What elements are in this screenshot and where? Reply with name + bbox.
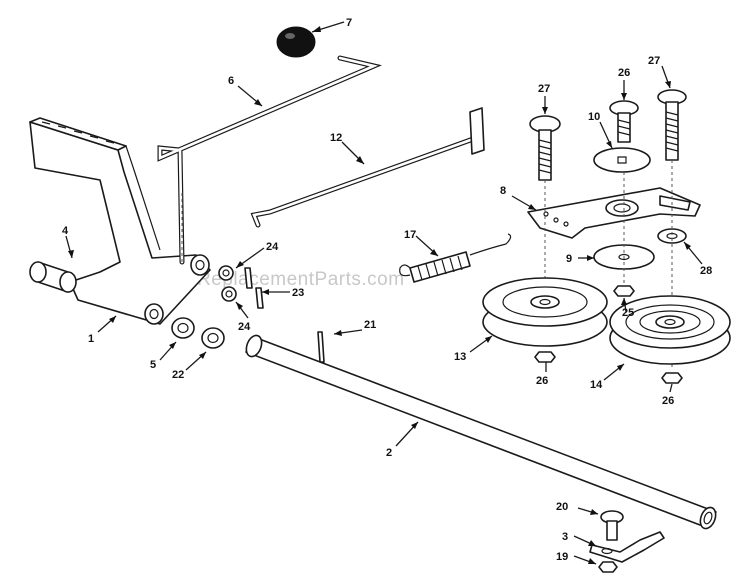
bushing-part-4: [29, 261, 77, 293]
callout-8: 8: [500, 185, 506, 197]
callout-25: 26: [618, 67, 630, 79]
callout-26-upper: 25: [622, 307, 634, 319]
spring-part-17: [399, 233, 512, 283]
callout-17: 17: [404, 229, 416, 241]
callout-2: 2: [386, 447, 392, 459]
pedal-arm-part-1: [29, 117, 211, 325]
callout-3: 3: [562, 531, 568, 543]
callout-12: 12: [330, 132, 342, 144]
carriage-bolt-part-25: [609, 100, 639, 285]
washer-part-10: [593, 147, 651, 173]
shaft-part-2: [245, 334, 717, 530]
pulley-part-13: [482, 277, 608, 347]
callout-28: 28: [700, 265, 712, 277]
cotter-pin-part-21: [317, 331, 325, 363]
callout-19: 19: [556, 551, 568, 563]
callout-14: 14: [590, 379, 603, 391]
shift-rod-part-6: [157, 55, 382, 265]
nut-part-26-upper: [613, 285, 635, 297]
callout-1: 1: [88, 333, 94, 345]
knob-part-7: [276, 26, 316, 58]
nut-part-19: [598, 561, 618, 573]
callout-10: 10: [588, 111, 600, 123]
watermark: eReplacementParts.com: [186, 269, 405, 290]
t-rod-part-12: [250, 107, 485, 228]
washer-part-24-upper: [218, 265, 234, 281]
carriage-bolt-part-20: [600, 510, 624, 541]
callout-27-right: 27: [648, 55, 660, 67]
callout-6: 6: [228, 75, 234, 87]
washer-part-22: [201, 327, 225, 349]
washer-part-5: [171, 317, 195, 339]
callout-20: 20: [556, 501, 568, 513]
pulley-part-14: [609, 295, 731, 365]
washer-part-24-lower: [221, 286, 237, 302]
callout-7: 7: [346, 17, 352, 29]
carriage-bolt-part-27-left: [529, 115, 561, 290]
callout-21: 21: [364, 319, 376, 331]
callout-9: 9: [566, 253, 572, 265]
callout-24-upper: 24: [266, 241, 279, 253]
nut-part-26-left: [534, 351, 556, 363]
nut-part-26-right: [661, 372, 683, 384]
callout-5: 5: [150, 359, 156, 371]
callout-23: 23: [292, 287, 304, 299]
callout-22: 22: [172, 369, 184, 381]
leader-lines: [65, 21, 703, 565]
callout-24-lower: 24: [238, 321, 251, 333]
callout-4: 4: [62, 225, 69, 237]
callout-27-left: 27: [538, 83, 550, 95]
callout-13: 13: [454, 351, 466, 363]
pin-part-23: [244, 267, 264, 309]
clamp-part-3: [589, 531, 665, 563]
callout-labels: 7 6 12 4 1 5 22 24 24 23 21 2 17 8 27 10…: [62, 17, 712, 563]
carriage-bolt-part-27-right: [657, 89, 687, 370]
callout-26-right: 26: [662, 395, 674, 407]
callout-26-left: 26: [536, 375, 548, 387]
bracket-part-8: [527, 187, 701, 239]
